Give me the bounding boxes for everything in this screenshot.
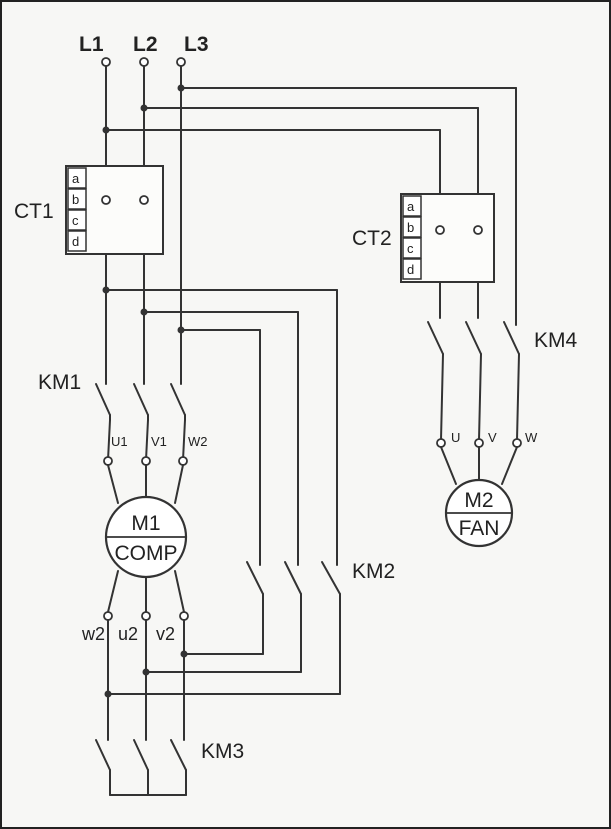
km3-contacts [95,739,187,796]
label-l2: L2 [133,33,158,56]
m1-bottom-leads [107,570,185,613]
m1-top-leads [107,464,184,504]
m2-motor [444,478,514,548]
m1-type: COMP [115,542,178,565]
m2-terminal-u: U [451,430,460,445]
supply-terminals [101,57,186,134]
m1-terminal-v1: V1 [151,434,167,449]
ct1-block: a b c d [65,165,164,255]
km2-contacts [246,559,341,695]
km1-label: KM1 [38,371,81,394]
ct1-tap-d: d [72,234,79,249]
ct2-block: a b c d [400,193,495,283]
label-l1: L1 [79,33,104,56]
m1-name: M1 [131,512,160,535]
km4-label: KM4 [534,329,578,352]
ct1-label: CT1 [14,200,54,223]
m2-name: M2 [464,489,493,512]
ct2-tap-b: b [407,220,414,235]
m1-terminal-u1: U1 [111,434,128,449]
ct1-tap-c: c [72,213,79,228]
km2-return-wires [104,619,341,741]
m1-motor [104,495,188,579]
m2-terminal-v: V [488,430,497,445]
m2-terminal-w: W [525,430,538,445]
ct2-label: CT2 [352,227,392,250]
ct2-tap-a: a [407,199,415,214]
ct1-output-wires [102,253,338,561]
label-l3: L3 [184,33,209,56]
m2-type: FAN [459,517,500,540]
km3-label: KM3 [201,740,244,763]
ct1-tap-b: b [72,192,79,207]
m2-leads [440,446,518,485]
km2-label: KM2 [352,560,395,583]
ct2-tap-c: c [407,241,414,256]
km4-contacts [427,281,520,441]
ct1-tap-a: a [72,171,80,186]
m1-terminal-u2: u2 [118,624,138,644]
km1-contacts [95,379,186,461]
m1-terminal-w2-lower: w2 [81,624,105,644]
m1-terminal-v2: v2 [156,624,175,644]
ct2-tap-d: d [407,262,414,277]
m1-terminal-w2: W2 [188,434,208,449]
